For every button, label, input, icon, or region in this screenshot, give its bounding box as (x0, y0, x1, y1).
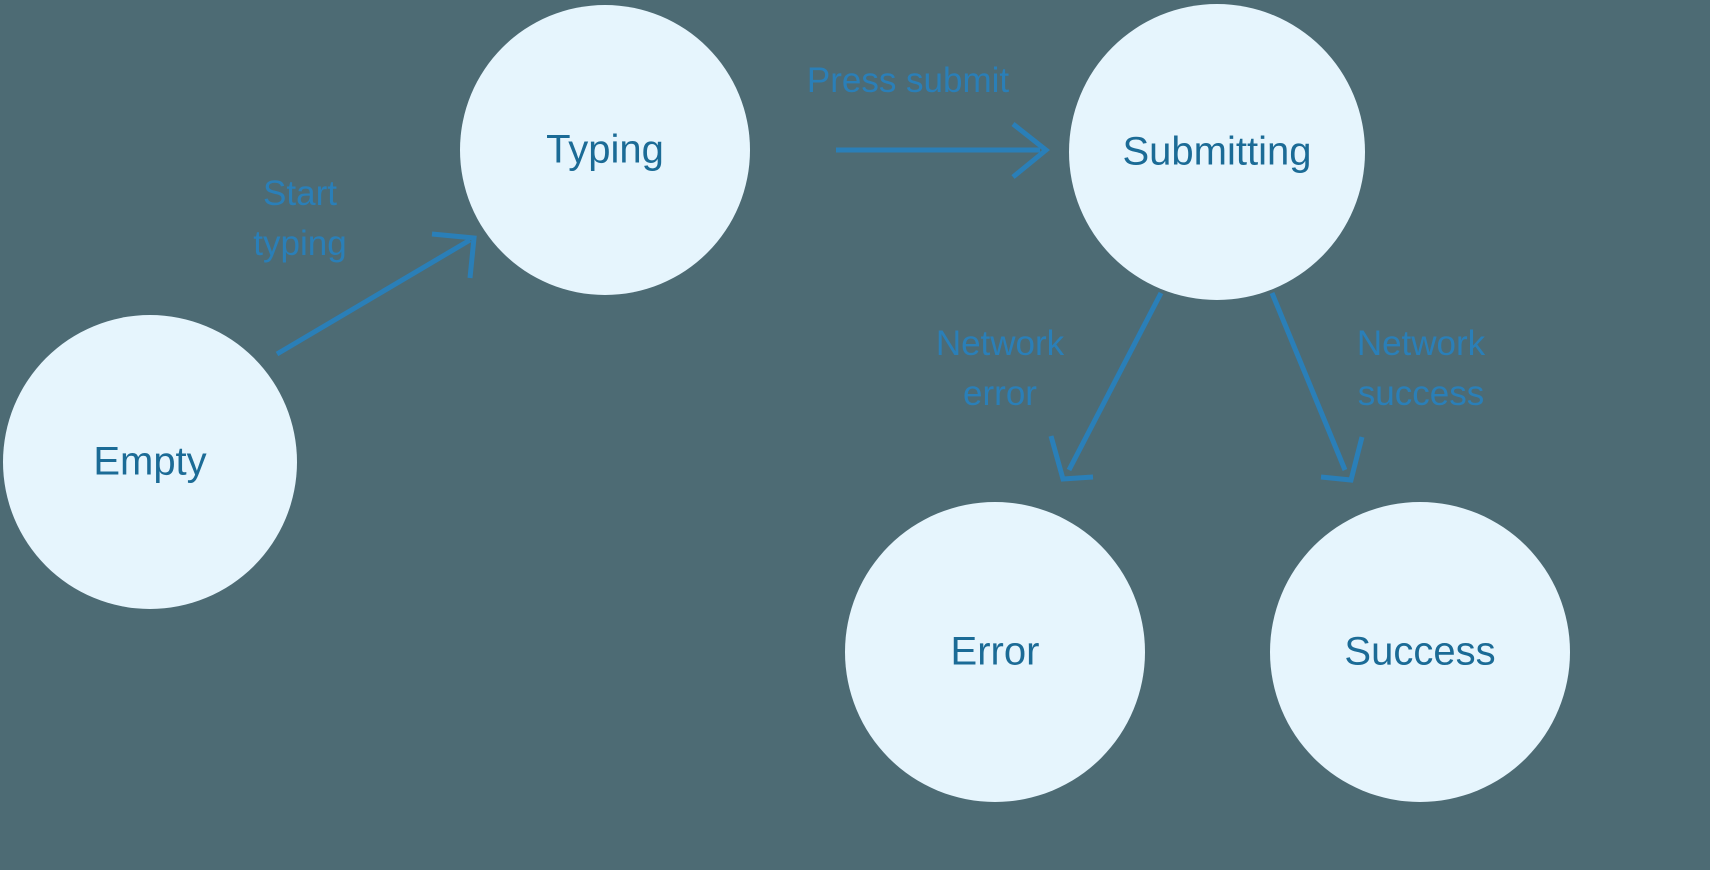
node-success-circle[interactable] (1270, 502, 1570, 802)
edge-label-start-typing-line1: Start (263, 174, 337, 213)
edge-submitting-to-success-arrowhead (1320, 436, 1365, 483)
node-typing-label: Typing (546, 128, 664, 172)
edge-submitting-to-error (1048, 291, 1164, 482)
edge-typing-to-submitting (836, 122, 1050, 179)
node-empty-circle[interactable] (3, 315, 297, 609)
node-typing[interactable]: Typing (460, 5, 750, 295)
node-empty-label: Empty (93, 440, 206, 484)
edge-label-press-submit: Press submit (807, 61, 1010, 100)
node-submitting-circle[interactable] (1069, 4, 1365, 300)
edge-label-network-success-line1: Network (1357, 324, 1486, 363)
edge-label-network-success-line2: success (1358, 374, 1484, 413)
node-error-circle[interactable] (845, 502, 1145, 802)
edge-empty-to-typing-line (275, 237, 472, 357)
edge-label-network-error-line1: Network (936, 324, 1065, 363)
node-empty[interactable]: Empty (3, 315, 297, 609)
node-submitting[interactable]: Submitting (1069, 4, 1365, 300)
node-success-label: Success (1344, 630, 1495, 674)
edge-submitting-to-error-arrowhead (1048, 435, 1094, 482)
edge-submitting-to-success-line (1269, 292, 1348, 471)
edge-submitting-to-success (1269, 292, 1365, 483)
edge-typing-to-submitting-arrowhead (1011, 122, 1050, 179)
node-error-label: Error (951, 630, 1040, 674)
edge-label-start-typing-line2: typing (253, 224, 346, 263)
edge-label-network-error-line2: error (963, 374, 1037, 413)
node-success[interactable]: Success (1270, 502, 1570, 802)
node-error[interactable]: Error (845, 502, 1145, 802)
edge-empty-to-typing (275, 231, 477, 357)
edge-empty-to-typing-arrowhead (431, 231, 477, 279)
edge-submitting-to-error-line (1066, 291, 1164, 472)
node-typing-circle[interactable] (460, 5, 750, 295)
node-submitting-label: Submitting (1123, 130, 1312, 174)
